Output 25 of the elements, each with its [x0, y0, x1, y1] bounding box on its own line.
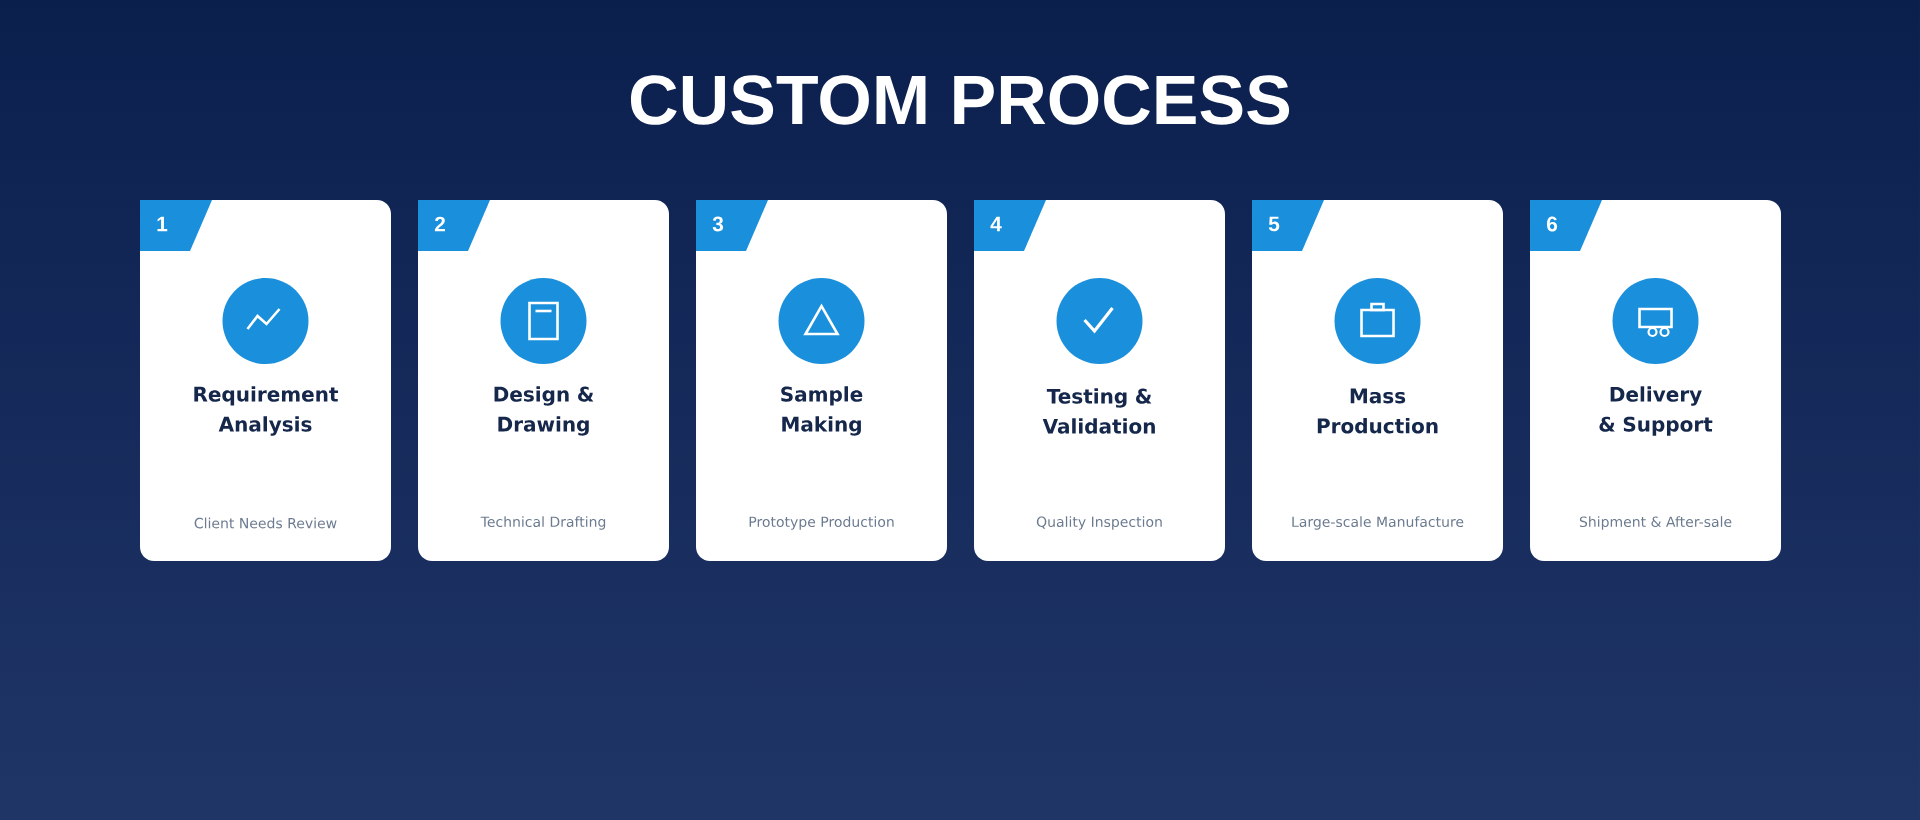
process-card: [418, 200, 669, 561]
step-number-tag: 2: [418, 200, 490, 251]
process-card: [1252, 200, 1503, 561]
step-subtitle: Quality Inspection: [1036, 516, 1162, 530]
step-number-tag: 4: [974, 200, 1046, 251]
step-title: Requirement Analysis: [194, 386, 339, 436]
step-subtitle: Client Needs Review: [194, 517, 337, 529]
step-title: Design & Drawing: [494, 386, 594, 436]
step-subtitle: Prototype Production: [749, 516, 894, 530]
process-card: [974, 200, 1225, 561]
step-number-tag: 5: [1252, 200, 1324, 251]
process-card: [1530, 200, 1781, 561]
step-subtitle: Large-scale Manufacture: [1292, 516, 1464, 530]
step-title: Testing & Validation: [1042, 388, 1155, 434]
step-number-tag: 1: [140, 200, 212, 251]
process-card: [696, 200, 947, 561]
step-number-tag: 6: [1530, 200, 1602, 251]
step-number-tag: 3: [696, 200, 768, 251]
step-subtitle: Shipment & After-sale: [1579, 516, 1732, 530]
step-title: Delivery & Support: [1599, 386, 1713, 436]
step-title: Sample Making: [781, 386, 863, 436]
step-subtitle: Technical Drafting: [480, 516, 606, 530]
step-title: Mass Production: [1317, 388, 1438, 434]
process-card: [140, 200, 391, 561]
page-title: CUSTOM PROCESS: [631, 75, 1290, 125]
